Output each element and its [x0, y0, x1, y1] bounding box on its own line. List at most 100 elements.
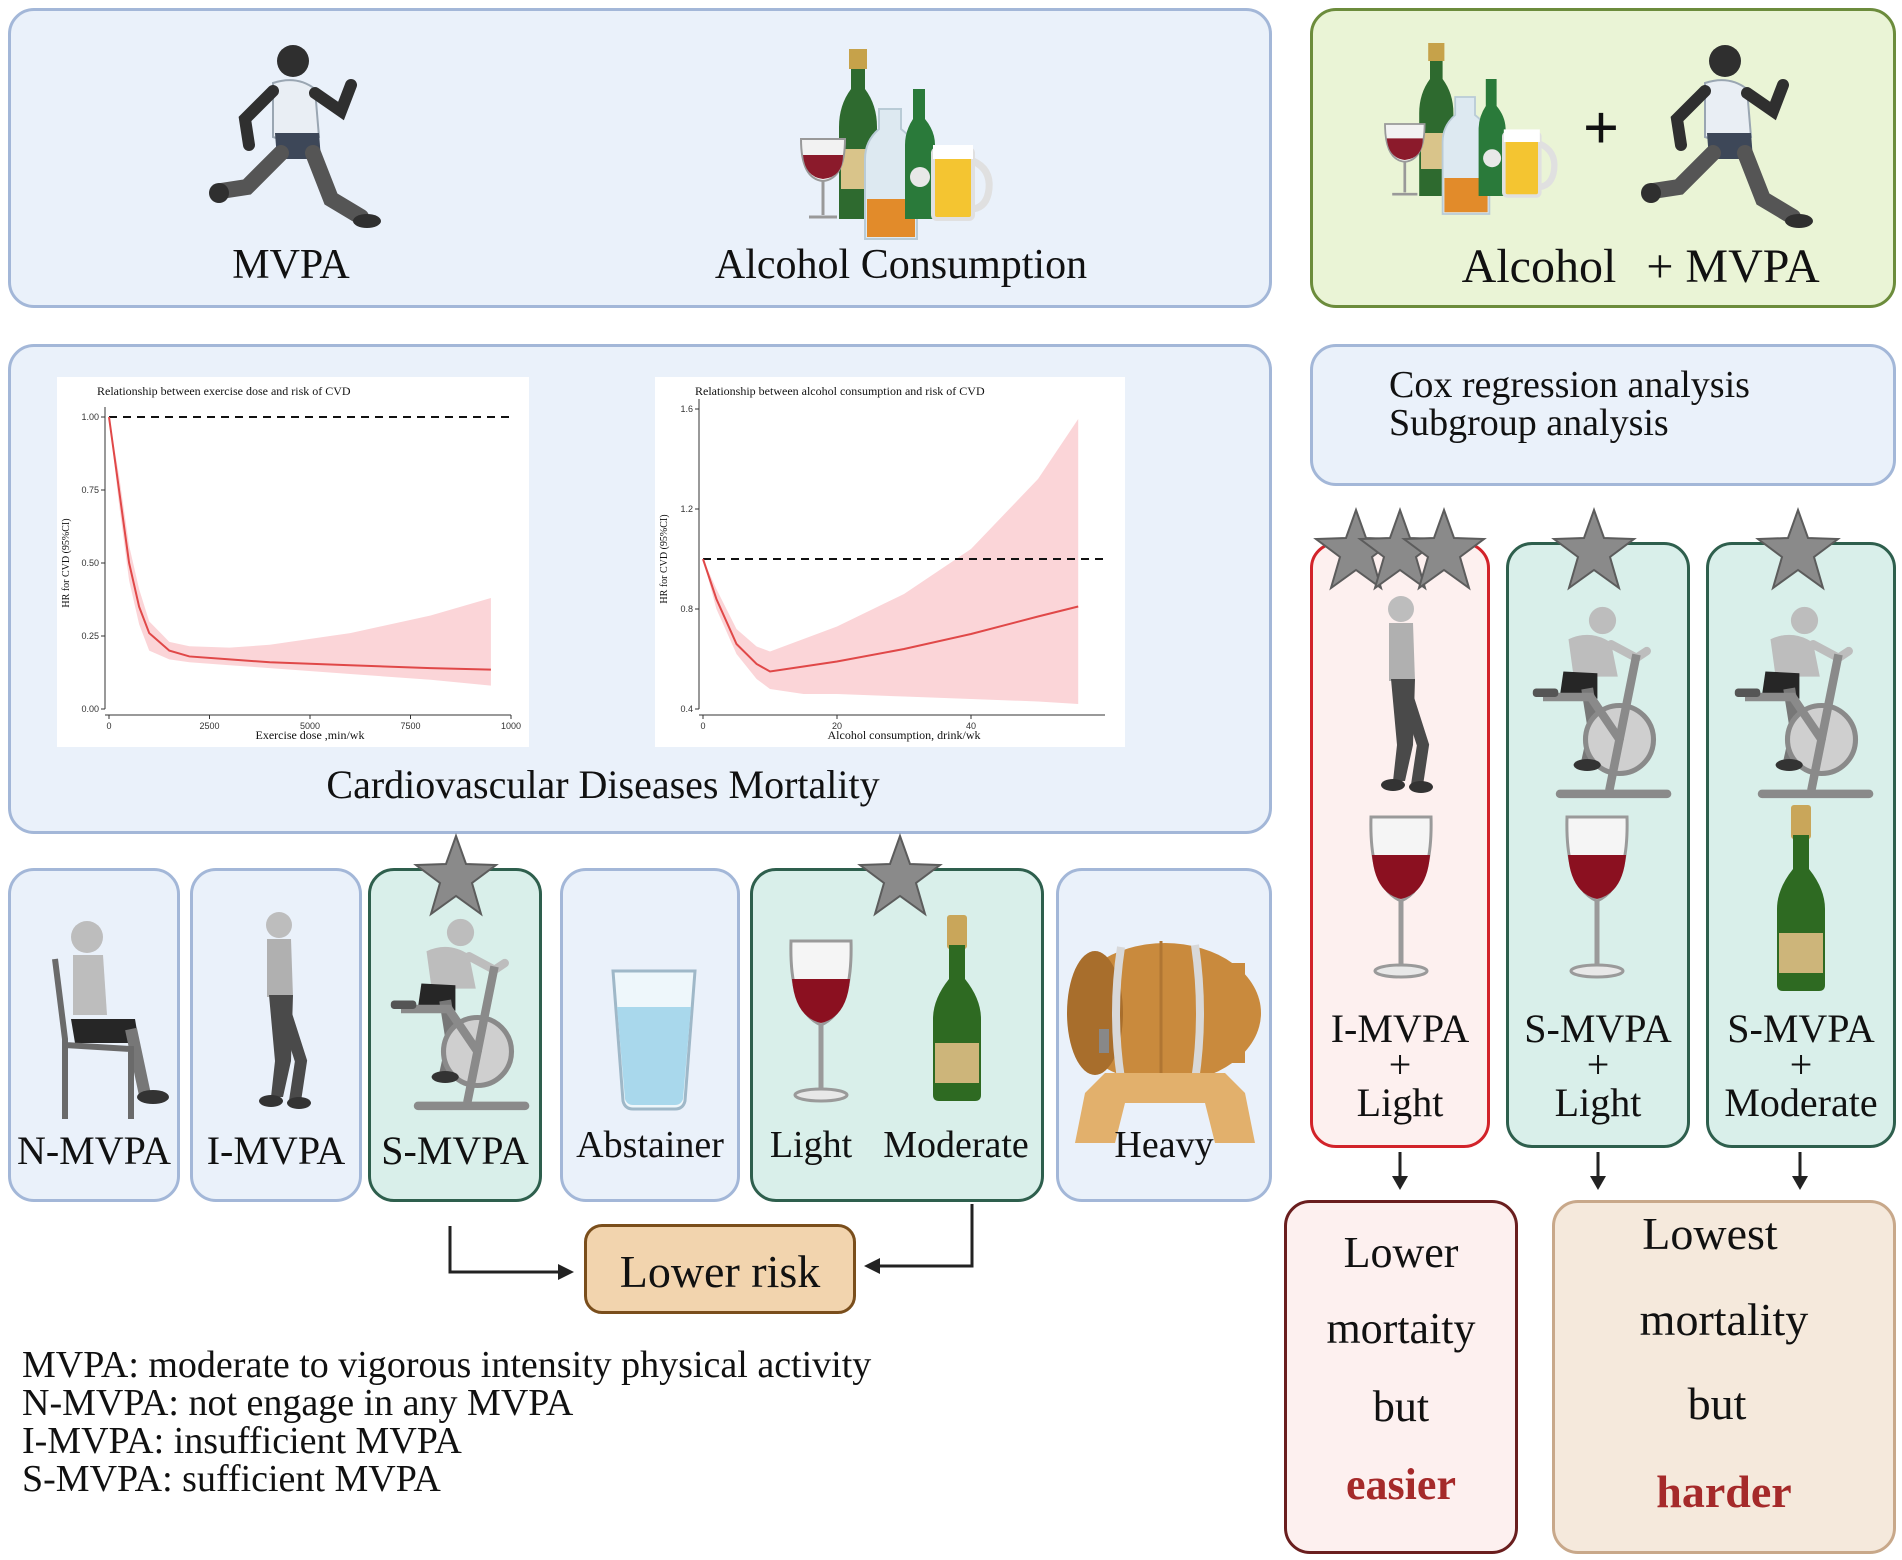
outcome-line-3: but [1372, 1382, 1430, 1431]
chart-title: Relationship between alcohol consumption… [695, 384, 985, 398]
x-axis-label: Exercise dose ,min/wk [256, 728, 365, 742]
combo-line-2: + [1388, 1042, 1412, 1087]
outcome-line-2: mortality [1639, 1294, 1809, 1345]
plus-sign: + [1582, 92, 1620, 163]
mvpa-label: + MVPA [1646, 240, 1820, 293]
outcome-line-4: easier [1346, 1460, 1456, 1509]
champagne-bottle-icon [933, 915, 981, 1101]
n-mvpa-label: N-MVPA [16, 1128, 172, 1173]
combo-line-3: Light [1554, 1080, 1642, 1125]
y-tick-label: 0.4 [680, 704, 693, 714]
combo-line-3: Moderate [1724, 1080, 1878, 1125]
alcohol-bottles-icon [821, 49, 1001, 249]
combo-line-2: + [1789, 1042, 1813, 1087]
combo-s-mvpa-moderate: S-MVPA + Moderate [1706, 542, 1896, 1148]
abstainer-box: Abstainer [560, 868, 740, 1202]
y-tick-label: 0.25 [81, 631, 99, 641]
subgroup-analysis-label: Subgroup analysis [1389, 402, 1669, 444]
combo-line-1: S-MVPA [1524, 1006, 1672, 1051]
legend-item: MVPA: moderate to vigorous intensity phy… [22, 1344, 872, 1386]
red-wine-icon [1371, 817, 1441, 987]
walking-person-icon [249, 911, 329, 1111]
methods-panel: Cox regression analysis Subgroup analysi… [1310, 344, 1896, 486]
y-tick-label: 0.50 [81, 558, 99, 568]
lower-risk-arrows [448, 1204, 974, 1280]
cyclist-icon [1509, 595, 1699, 835]
star-icon [1757, 509, 1839, 589]
y-tick-label: 0.8 [680, 604, 693, 614]
light-moderate-box: Light Moderate [750, 868, 1044, 1202]
chart-title: Relationship between exercise dose and r… [97, 384, 351, 398]
alcohol-chart-svg: Relationship between alcohol consumption… [659, 384, 1105, 742]
alcohol-chart: Relationship between alcohol consumption… [655, 377, 1125, 747]
walking-person-icon [1371, 595, 1451, 795]
water-glass-icon [611, 969, 697, 1111]
x-tick-label: 0 [700, 721, 705, 731]
y-axis-label: HR for CVD (95%CI) [61, 518, 72, 607]
three-stars-icon [1315, 509, 1485, 589]
combo-line-1: I-MVPA [1330, 1006, 1470, 1051]
x-tick-label: 0 [106, 721, 111, 731]
lower-risk-box: Lower risk [584, 1224, 856, 1314]
runner-icon [1643, 41, 1803, 231]
alcohol-label: Alcohol [1461, 240, 1617, 293]
barrel-icon [1067, 941, 1261, 1143]
alcohol-consumption-label: Alcohol Consumption [714, 242, 1088, 288]
ci-band [109, 417, 491, 686]
alcohol-bottles-icon [1403, 43, 1563, 223]
down-arrows [1392, 1152, 1808, 1190]
s-mvpa-box: S-MVPA [368, 868, 542, 1202]
red-wine-icon [1567, 817, 1637, 987]
star-icon [415, 835, 497, 915]
cyclist-icon [1711, 595, 1901, 835]
combo-line-1: S-MVPA [1727, 1006, 1875, 1051]
combo-line-3: Light [1356, 1080, 1444, 1125]
outcome-lowest-mortality: Lowest mortality but harder [1552, 1200, 1896, 1554]
y-axis-label: HR for CVD (95%CI) [659, 514, 670, 603]
outcome-line-1: Lower [1343, 1228, 1459, 1277]
x-axis-label: Alcohol consumption, drink/wk [828, 728, 981, 742]
champagne-bottle-icon [1777, 805, 1825, 991]
y-tick-label: 1.6 [680, 404, 693, 414]
n-mvpa-box: N-MVPA [8, 868, 180, 1202]
outcome-line-2: mortaity [1326, 1304, 1476, 1353]
x-tick-label: 2500 [199, 721, 219, 731]
charts-caption: Cardiovascular Diseases Mortality [326, 762, 880, 807]
x-tick-label: 7500 [400, 721, 420, 731]
exercise-chart: Relationship between exercise dose and r… [57, 377, 529, 747]
runner-icon [211, 41, 371, 231]
i-mvpa-box: I-MVPA [190, 868, 362, 1202]
hr-curve [108, 416, 491, 671]
y-tick-label: 0.75 [81, 485, 99, 495]
exposures-panel: MVPA Alcohol Consumption [8, 8, 1272, 308]
cyclist-icon [367, 907, 557, 1147]
light-label: Light [769, 1124, 853, 1166]
abstainer-label: Abstainer [576, 1124, 724, 1166]
ci-band [703, 419, 1079, 704]
star-icon [859, 835, 941, 915]
i-mvpa-label: I-MVPA [206, 1128, 346, 1173]
star-icon [1553, 509, 1635, 589]
outcome-line-4: harder [1656, 1466, 1792, 1517]
sitting-person-icon [52, 921, 169, 1119]
x-tick-label: 40 [966, 721, 976, 731]
outcome-line-3: but [1687, 1378, 1747, 1429]
y-tick-label: 1.00 [81, 412, 99, 422]
exercise-dose-chart-svg: Relationship between exercise dose and r… [61, 384, 521, 742]
x-tick-label: 5000 [300, 721, 320, 731]
legend-item: N-MVPA: not engage in any MVPA [22, 1382, 574, 1424]
heavy-box: Heavy [1056, 868, 1272, 1202]
red-wine-icon [791, 941, 861, 1111]
x-tick-label: 20 [832, 721, 842, 731]
combo-line-2: + [1586, 1042, 1610, 1087]
cox-regression-label: Cox regression analysis [1389, 364, 1750, 406]
combo-s-mvpa-light: S-MVPA + Light [1506, 542, 1690, 1148]
s-mvpa-label: S-MVPA [381, 1128, 529, 1173]
combo-i-mvpa-light: I-MVPA + Light [1310, 542, 1490, 1148]
x-tick-label: 1000 [501, 721, 521, 731]
outcome-lower-mortality: Lower mortaity but easier [1284, 1200, 1518, 1554]
y-tick-label: 0.00 [81, 704, 99, 714]
y-tick-label: 1.2 [680, 504, 693, 514]
heavy-label: Heavy [1114, 1124, 1214, 1166]
moderate-label: Moderate [883, 1124, 1029, 1166]
